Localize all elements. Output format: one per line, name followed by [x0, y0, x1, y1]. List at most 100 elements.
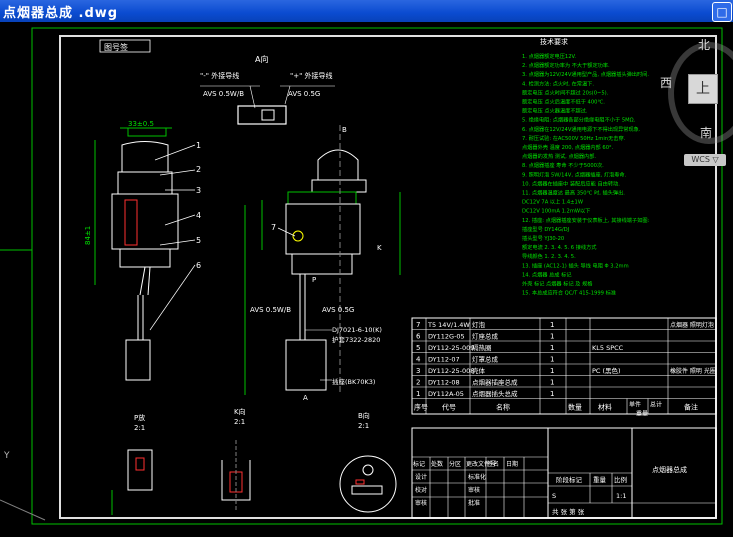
wire-right-label: AVS 0.5G — [288, 90, 320, 98]
bom-cell-name: 灯泡 — [472, 320, 486, 329]
connector-minus-label: "-" 外接导线 — [200, 71, 239, 80]
bom-cell-qty: 1 — [550, 367, 554, 375]
note-line: 1. 点烟器额定电压12V. — [522, 52, 576, 60]
tb-drawing-name: 点烟器总成 — [652, 465, 687, 474]
viewcube-south[interactable]: 南 — [700, 126, 713, 140]
plug-label-2: 护套7322-2820 — [332, 335, 380, 344]
bom-cell-code: DY112A-05 — [428, 390, 464, 398]
note-line: 15. 本总成应符合 QC/T 415-1999 标准 — [522, 289, 616, 297]
dim-height: 84±1 — [84, 226, 92, 245]
tb-stage: 阶段标记 — [556, 475, 583, 484]
balloon-2: 2 — [196, 165, 201, 174]
view-a-label: A向 — [255, 54, 268, 64]
viewcube-north[interactable]: 北 — [698, 38, 711, 52]
outer-frame — [31, 27, 723, 525]
arrow-b-label: B — [342, 126, 347, 134]
ucs-y-label: Y — [3, 451, 10, 461]
arrow-a-label: A — [303, 394, 308, 402]
tb-role: 审核 — [468, 486, 480, 494]
note-line: 9. 照明灯泡 5W/14V, 点烟器插座, 灯泡寿命. — [522, 170, 627, 178]
bom-header-remark: 备注 — [684, 403, 698, 412]
bom-header-no: 序号 — [414, 403, 428, 412]
bom-header-weight: 重量 — [636, 410, 648, 418]
top-label-box — [99, 39, 151, 53]
bom-header-code: 代号 — [442, 403, 456, 412]
bom-cell-code: DY112G-05 — [428, 333, 465, 341]
maximize-button[interactable]: □ — [712, 2, 732, 22]
note-line: 10. 点烟器在插座中 装配后应能 自由转动. — [522, 179, 620, 187]
bom-cell-code: DY112-25-009 — [428, 344, 474, 352]
note-line: 导线颜色 1. 2. 3. 4. 5. — [522, 252, 576, 260]
tb-scale-value: 1:1 — [616, 492, 626, 500]
detail-b — [339, 455, 397, 513]
wire-label-2: AVS 0.5G — [322, 306, 354, 314]
tb-weight: 重量 — [593, 476, 607, 484]
inner-frame — [59, 35, 717, 519]
tb-scale: 比例 — [614, 475, 627, 484]
wire-label-1: AVS 0.5W/B — [250, 306, 291, 314]
note-line: 插座型号 DY14G/DJ — [522, 225, 570, 233]
viewcube-top-label: 上 — [696, 81, 710, 97]
note-line: 13. 插座 (AC12-1) 插头 导线 电阻 Φ 3.2mm — [522, 261, 629, 269]
bom-cell-qty: 1 — [550, 390, 554, 398]
notes-heading: 技术要求 — [540, 37, 568, 46]
tb-role: 设计 — [415, 473, 427, 481]
bom-cell-code: DY112-08 — [428, 379, 460, 387]
bom-cell-material: KL5 SPCC — [592, 344, 624, 352]
bom-cell-qty: 1 — [550, 333, 554, 341]
note-line: 14. 点烟器 总成 标记 — [522, 270, 572, 278]
front-view — [111, 127, 179, 381]
window-title: 点烟器总成 .dwg — [3, 5, 119, 21]
window-titlebar: 点烟器总成 .dwg □ — [0, 0, 733, 22]
note-line: 3. 点烟器为12V/24V通用型产品, 点烟器插头弹出时间. — [522, 70, 649, 78]
tb-role: 校对 — [415, 486, 427, 494]
bom-cell-qty: 1 — [550, 344, 554, 352]
bom-cell-name: 壳体 — [472, 366, 486, 375]
bom-cell-no: 7 — [416, 321, 420, 329]
note-line: 额定电压 点火器温度不超过. — [522, 107, 588, 115]
viewcube-top-face[interactable]: 上 — [688, 74, 718, 104]
drawing-canvas[interactable]: Y 图号签 A向 "-" 外接导线 "+" 外接导线 AVS 0.5W/B AV… — [0, 22, 733, 533]
tb-role: 审核 — [415, 499, 427, 507]
ucs-line — [0, 499, 46, 521]
wcs-label: WCS ▽ — [691, 155, 719, 164]
view-b-label: B向 — [358, 411, 370, 420]
viewcube-west[interactable]: 西 — [660, 76, 673, 90]
note-line: 插头型号 YJ30-20 — [522, 234, 564, 242]
top-label: 图号签 — [104, 42, 128, 52]
note-line: 外壳 标记 点烟器 标记 及 规格 — [522, 280, 593, 288]
tb-header-cell: 标记 — [413, 460, 425, 468]
note-line: 2. 点烟器额定功率为 不大于额定功率. — [522, 61, 610, 69]
note-line: 4. 检测方法: 点火时, 在常温下. — [522, 79, 594, 87]
bom-header-material: 材料 — [598, 403, 612, 412]
wcs-button[interactable]: WCS ▽ — [684, 154, 726, 166]
bom-cell-no: 3 — [416, 367, 420, 375]
note-line: 6. 点烟器在12V/24V通用电源下不得出现异常现象. — [522, 125, 641, 133]
bom-header-qty: 数量 — [568, 403, 582, 412]
balloon-6: 6 — [196, 261, 201, 270]
bom-cell-remark: 橡胶件 照明 光圈 — [670, 367, 716, 375]
view-p-scale: 2:1 — [134, 424, 145, 432]
tb-header-cell: 分区 — [449, 460, 461, 468]
note-line: DC12V 100mA 1.2mW以下 — [522, 208, 590, 215]
view-b-scale: 2:1 — [358, 422, 369, 430]
note-line: 点烟器的发热 测试, 点烟器内部. — [522, 152, 596, 160]
bom-cell-name: 点烟器插座总成 — [472, 378, 518, 387]
tb-stage-s: S — [552, 492, 556, 500]
note-line: DC12V 7A 以上 1.4±1W — [522, 198, 583, 206]
balloon-4: 4 — [196, 211, 201, 220]
bom-cell-qty: 1 — [550, 379, 554, 387]
cad-drawing[interactable]: Y 图号签 A向 "-" 外接导线 "+" 外接导线 AVS 0.5W/B AV… — [0, 22, 733, 533]
note-line: 7. 耐压试验: 在AC500V 50Hz 1min无击穿. — [522, 134, 626, 142]
dim-width: 33±0.5 — [128, 120, 154, 128]
bom-cell-remark: 点烟器 照明灯泡 — [670, 321, 714, 329]
tb-sheets: 共 张 第 张 — [552, 507, 585, 516]
connector-plus-label: "+" 外接导线 — [290, 71, 333, 80]
viewcube[interactable]: 北 西 南 上 WCS ▽ — [660, 32, 733, 167]
bom-cell-no: 2 — [416, 379, 420, 387]
bom-header-single: 单件 — [629, 401, 641, 409]
arrow-p-label: P — [312, 276, 316, 284]
bom-cell-code: DY112-25-008 — [428, 367, 474, 375]
tb-header-cell: 签名 — [487, 460, 499, 468]
bom-cell-no: 6 — [416, 333, 421, 341]
